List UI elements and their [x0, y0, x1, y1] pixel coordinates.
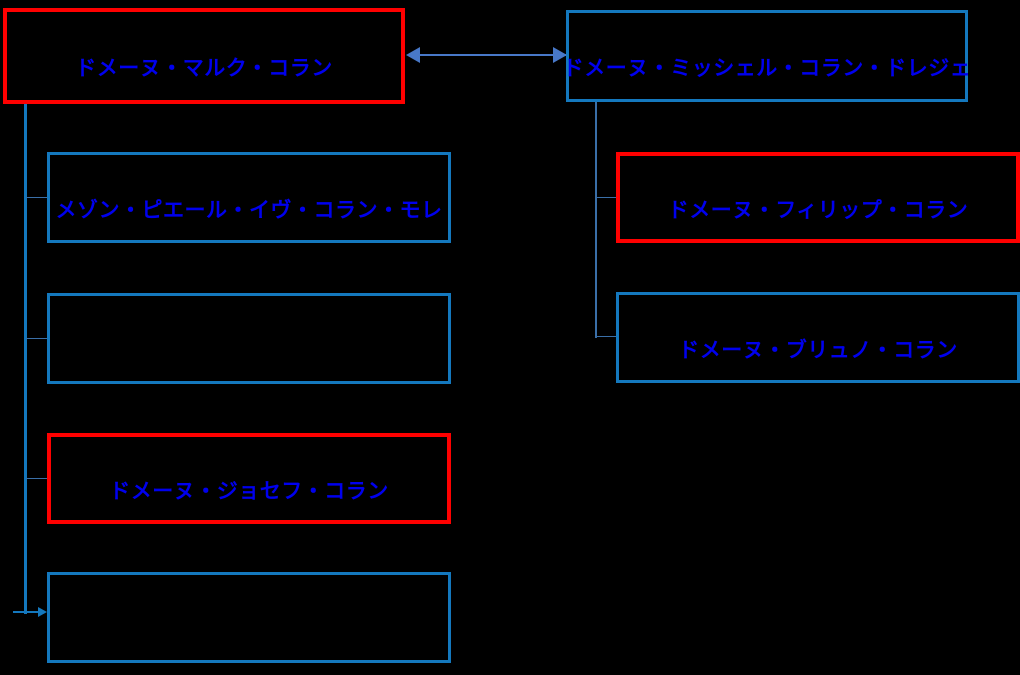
node-marc-colin[interactable]: ドメーヌ・マルク・コラン	[3, 8, 405, 104]
connector-left-branch-3	[26, 478, 48, 479]
connector-left-branch-2	[26, 338, 48, 339]
node-joseph-colin[interactable]: ドメーヌ・ジョセフ・コラン	[47, 433, 451, 524]
connector-left-trunk	[24, 104, 27, 614]
node-left-child-4[interactable]	[47, 572, 451, 663]
node-label-pierre-yves-colin-morey: メゾン・ピエール・イヴ・コラン・モレ	[55, 198, 443, 222]
node-label-michel-colin-deleger: ドメーヌ・ミッシェル・コラン・ドレジェ	[562, 55, 972, 80]
arrow-left-icon	[406, 47, 420, 63]
connector-right-trunk	[595, 100, 597, 338]
arrowhead-icon-left-branch-4	[38, 607, 47, 617]
node-label-philippe-colin: ドメーヌ・フィリップ・コラン	[667, 198, 969, 222]
relation-arrow-line	[412, 54, 566, 56]
connector-right-branch-1	[596, 197, 618, 198]
connector-left-branch-4	[13, 611, 43, 613]
node-label-joseph-colin: ドメーヌ・ジョセフ・コラン	[109, 479, 389, 503]
connector-left-branch-1	[26, 197, 48, 198]
node-left-child-2[interactable]	[47, 293, 451, 384]
node-michel-colin-deleger[interactable]: ドメーヌ・ミッシェル・コラン・ドレジェ	[563, 10, 971, 102]
arrow-right-icon	[553, 47, 567, 63]
node-label-bruno-colin: ドメーヌ・ブリュノ・コラン	[678, 338, 958, 362]
node-philippe-colin[interactable]: ドメーヌ・フィリップ・コラン	[616, 152, 1020, 243]
node-pierre-yves-colin-morey[interactable]: メゾン・ピエール・イヴ・コラン・モレ	[47, 152, 451, 243]
connector-right-branch-2	[596, 336, 618, 337]
node-label-marc-colin: ドメーヌ・マルク・コラン	[75, 55, 333, 80]
node-bruno-colin[interactable]: ドメーヌ・ブリュノ・コラン	[616, 292, 1020, 383]
